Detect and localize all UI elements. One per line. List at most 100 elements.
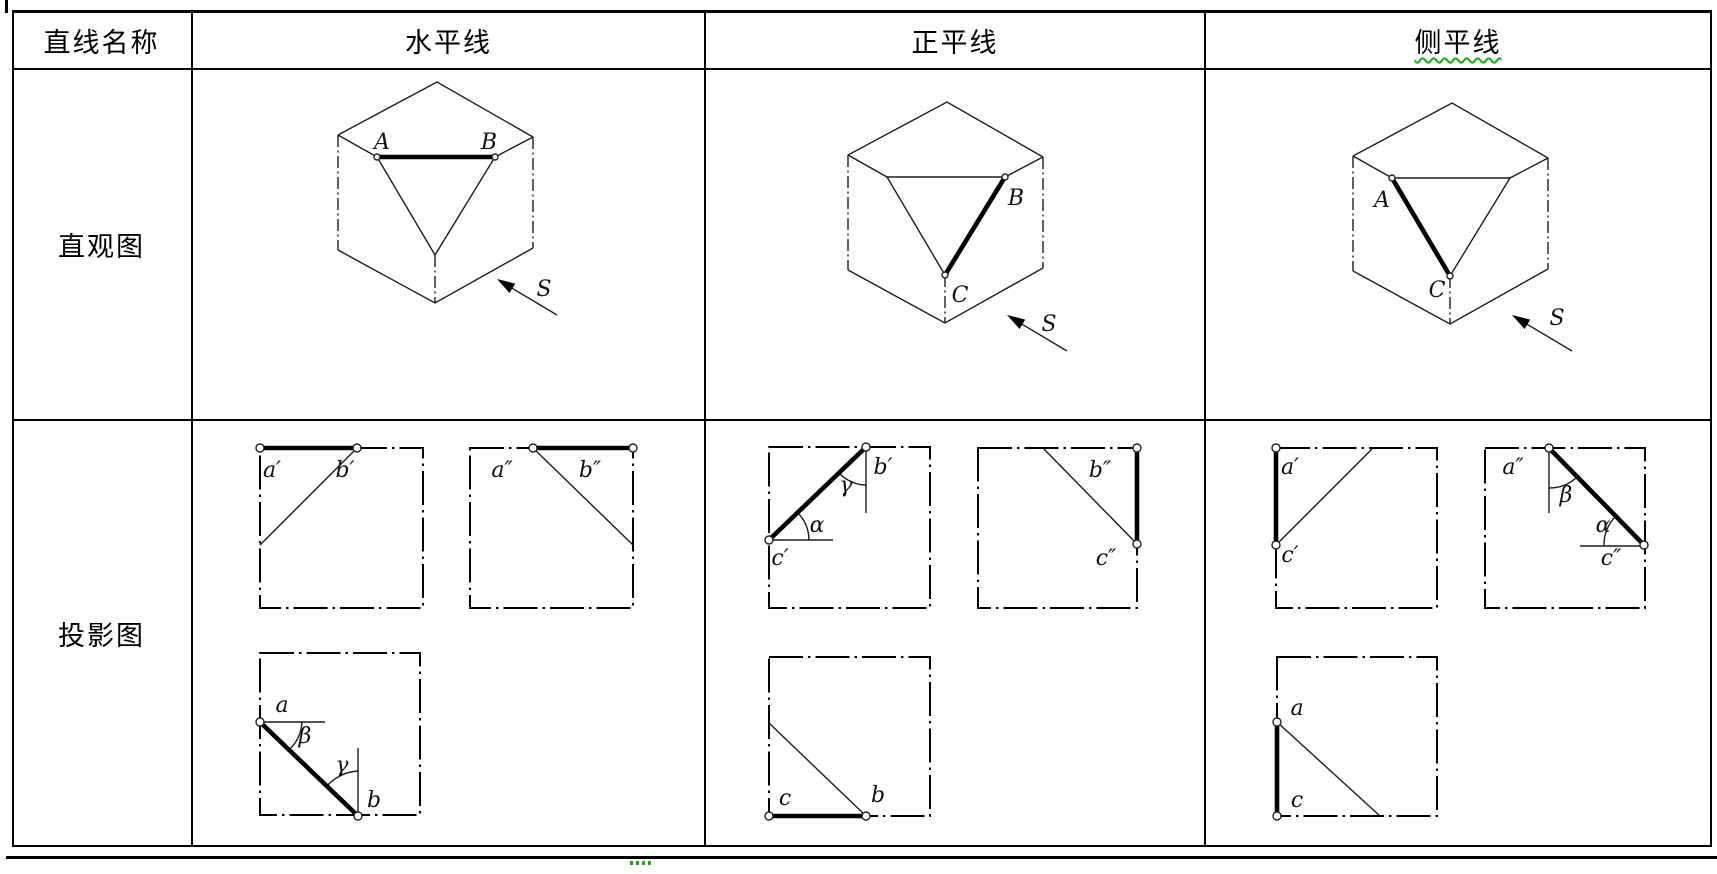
projection-views-frontal-line: c′ b′ α γ b″ c″ c b [764,442,1142,821]
stray-green-squiggle [630,861,652,865]
point-B [491,153,499,161]
front-view-projection-cb [766,444,869,543]
point-A [1388,174,1396,182]
angle-alpha-arc [796,511,810,541]
header-divider [12,68,1712,70]
front-view-aux-line [1275,447,1374,546]
angle-gamma-label: γ [839,473,853,498]
side-view-plane [1484,447,1646,609]
front-view-plane [259,447,424,609]
side-view-label-b: b″ [579,458,602,483]
top-view-label-c: c [779,786,791,811]
side-view-label-c: c″ [1601,546,1622,571]
side-view-projection-ac [1546,445,1647,548]
header-horizontal-line-text: 水平线 [405,28,492,59]
table-border-bottom [12,845,1712,847]
header-profile-line-text: 侧平线 [1414,28,1502,59]
projection-cube-outline [847,101,1044,324]
front-view-label-a: a′ [1281,455,1299,480]
top-view-plane [768,656,931,817]
top-view-label-c: c [1291,788,1303,813]
front-view-point-a [255,443,265,453]
front-view-plane [1275,447,1438,609]
row-label-projection-text: 投影图 [58,620,145,652]
top-view-point-b [353,811,363,821]
projection-cube-outline [337,81,534,304]
line-AC-bold [1389,175,1453,279]
row-label-projection: 投影图 [12,421,191,845]
top-view-point-b [861,811,871,821]
header-line-name-text: 直线名称 [43,28,160,59]
front-view-label-b: b′ [873,455,892,480]
side-view-point-b [1132,443,1142,453]
column-divider-1 [191,10,193,847]
side-view-label-c: c″ [1096,546,1117,571]
top-view-plane [259,652,421,816]
pictorial-profile-line-diagram: A C S [1352,102,1573,352]
side-view-aux-line [532,447,634,546]
row-divider [12,419,1712,421]
front-view-point-b [861,442,871,452]
header-line-name: 直线名称 [12,13,191,68]
angle-beta-label: β [298,724,312,749]
outer-bottom-rule [6,856,1717,859]
row-label-pictorial-text: 直观图 [58,232,145,263]
column-divider-2 [704,10,706,847]
pictorial-frontal-line-diagram: B C S [847,101,1068,352]
header-profile-line: 侧平线 [1206,13,1710,68]
label-S: S [1041,312,1056,337]
line-BC-bold [942,174,1008,278]
angle-gamma-arc [326,770,359,787]
table-border-right [1710,10,1712,847]
top-left-tick [5,0,8,13]
top-view-aux-line [768,722,867,817]
top-view-label-b: b [871,783,885,808]
angle-alpha-label: α [810,513,825,538]
header-frontal-line-text: 正平线 [911,28,999,59]
label-B: B [1007,186,1024,211]
front-view-point-a [1271,443,1281,453]
header-frontal-line: 正平线 [706,13,1204,68]
column-divider-3 [1204,10,1206,847]
header-horizontal-line: 水平线 [193,13,704,68]
side-view-plane [977,447,1138,609]
top-view-label-b: b [367,788,381,813]
sight-arrow-icon [1006,314,1068,352]
top-view-label-a: a [1290,696,1303,721]
point-C [1446,272,1454,280]
projection-views-profile-line: a′ c′ a″ β α c″ a c [1271,443,1649,821]
side-view-point-a [528,443,538,453]
side-view-label-b: b″ [1089,458,1112,483]
top-view-point-c [1272,811,1282,821]
top-view-aux-line [1276,721,1381,817]
label-B: B [480,130,497,155]
front-view-aux-line [259,447,358,546]
label-S: S [536,277,551,302]
side-view-label-a: a″ [491,458,513,483]
front-view-label-c: c′ [771,546,788,571]
front-view-label-c: c′ [1281,543,1298,568]
side-view-plane [469,447,634,609]
side-view-point-c [1132,539,1142,549]
front-view-point-b [352,443,362,453]
point-B [1001,173,1009,181]
top-view-projection-ab [257,719,361,819]
side-view-point-a [1544,443,1554,453]
side-view-label-a: a″ [1502,455,1524,480]
side-view-point-c [1639,540,1649,550]
top-view-point-c [764,811,774,821]
row-label-pictorial: 直观图 [12,70,191,419]
top-view-point-a [255,717,265,727]
projection-cube-outline [1352,102,1549,325]
angle-alpha-label: α [1596,513,1611,538]
front-view-label-b: b′ [335,458,354,483]
side-view-aux-line [1042,447,1138,545]
angle-gamma-label: γ [335,753,349,778]
label-C: C [1429,278,1446,303]
table-border-left [12,10,14,847]
top-view-label-a: a [275,693,288,718]
point-C [941,271,949,279]
table-border-top [12,10,1712,13]
projection-views-horizontal-line: a′ b′ a″ b″ a β γ b [255,443,638,821]
